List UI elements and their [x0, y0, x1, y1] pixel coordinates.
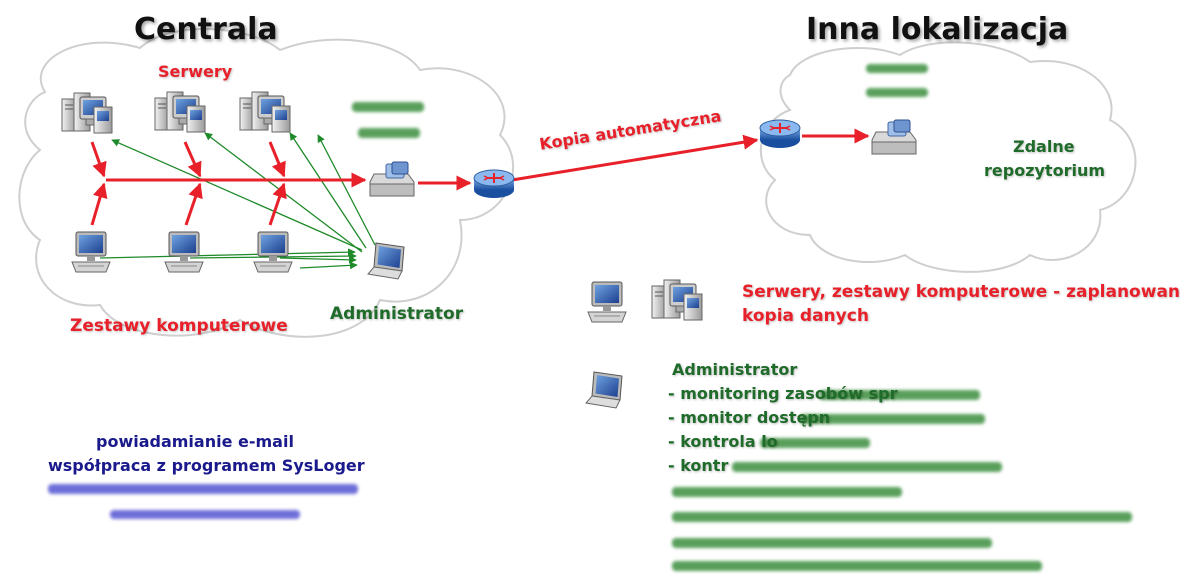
computers-label: Zestawy komputerowe: [70, 316, 288, 336]
server-icon: [61, 92, 113, 134]
redacted-smudges: [352, 64, 1132, 571]
server-icon: [239, 91, 291, 133]
router-icon: [473, 169, 515, 199]
admin-links: [99, 132, 376, 270]
legend-admin-item: - monitoring zasobów spr: [668, 384, 898, 403]
cloud-inna-lokalizacja: [759, 41, 1137, 273]
workstation-icon: [587, 281, 627, 323]
legend-admin-title: Administrator: [672, 360, 798, 379]
title-centrala: Centrala: [134, 12, 278, 47]
workstation-icon: [71, 231, 111, 273]
servers-label: Serwery: [158, 62, 233, 81]
notify-line2: współpraca z programem SysLoger: [48, 456, 365, 475]
server-icon: [154, 91, 206, 133]
notify-line1: powiadamianie e-mail: [96, 432, 294, 451]
legend-admin-item: - kontrola lo: [668, 432, 778, 451]
legend-admin-item: - monitor dostępn: [668, 408, 831, 427]
legend-backup-line1: Serwery, zestawy komputerowe - zaplanowa…: [742, 282, 1180, 302]
router-icon: [759, 119, 801, 149]
repo-label-line2: repozytorium: [984, 161, 1106, 180]
workstation-icon: [253, 231, 293, 273]
legend-admin-item: - kontr: [668, 456, 729, 475]
repo-label-line1: Zdalne: [1013, 137, 1075, 156]
laptop-icon: [585, 371, 623, 409]
server-icon: [651, 279, 703, 321]
legend-backup-line2: kopia danych: [742, 306, 869, 326]
workstation-icon: [164, 231, 204, 273]
redacted-smudges-blue: [48, 484, 358, 519]
backup-links: [90, 128, 870, 226]
title-inna-lokalizacja: Inna lokalizacja: [806, 12, 1069, 47]
admin-label: Administrator: [330, 304, 464, 324]
